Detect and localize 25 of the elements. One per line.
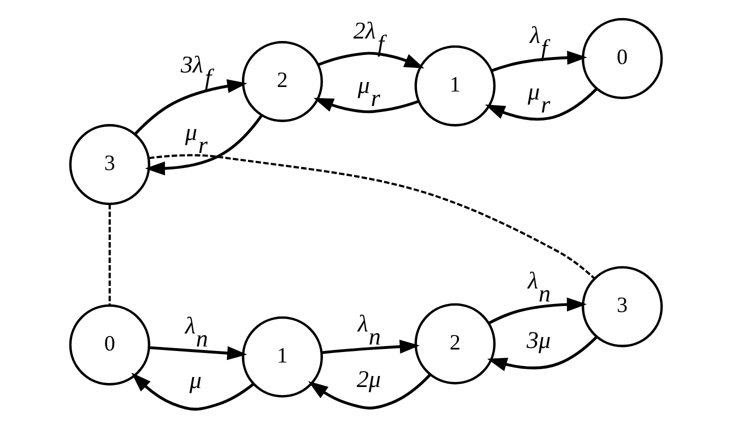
node-circle: 1 [414, 45, 496, 126]
edge-label: 3μ [526, 328, 550, 354]
arrow [488, 298, 586, 325]
arrow [486, 336, 598, 372]
arrow [484, 88, 598, 121]
arrow [130, 372, 254, 411]
arrow [321, 340, 420, 354]
arrow [144, 114, 262, 176]
arrow [133, 79, 247, 136]
arrow [313, 98, 419, 114]
arrow [317, 52, 424, 68]
node-circle: 3 [581, 266, 662, 348]
arrow [490, 50, 587, 72]
edge-label: μ [188, 368, 202, 394]
node-circle: 2 [414, 303, 496, 384]
node-circle: 1 [241, 316, 322, 398]
node-circle: 3 [68, 124, 150, 206]
node-circle: 0 [68, 304, 150, 386]
arrow [308, 374, 431, 410]
edge-label: 2μ [356, 367, 380, 394]
node-circle: 2 [241, 40, 322, 122]
connector [148, 154, 595, 280]
node-circle: 0 [581, 18, 662, 100]
connector [108, 204, 110, 306]
arrow [148, 346, 247, 360]
